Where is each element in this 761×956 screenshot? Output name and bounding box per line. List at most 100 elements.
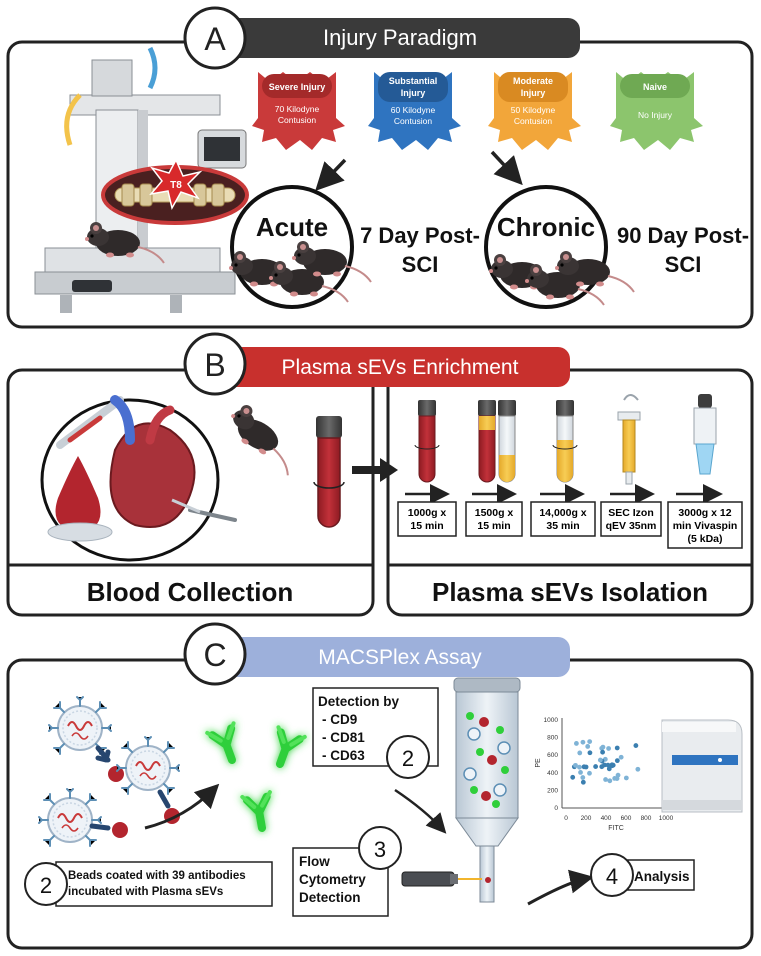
arrow-to-detection-antibodies [144, 783, 220, 830]
group-substantial: Substantial Injury 60 Kilodyne Contusion [368, 72, 461, 150]
panel-b-banner [210, 347, 570, 387]
scatter-point [633, 743, 639, 748]
panel-c: MACSPlex Assay C Detection by - CD9 - CD… [6, 622, 754, 950]
group-severe-name: Severe Injury [269, 82, 326, 92]
scatter-point [585, 744, 591, 749]
sec-column [617, 394, 641, 485]
scatter-x-tick: 600 [621, 815, 632, 822]
group-moderate-name-2: Injury [521, 88, 546, 98]
arrow-to-cytometer [394, 788, 447, 834]
scatter-y-label: PE [535, 758, 542, 768]
panel-c-banner [210, 637, 570, 677]
beads-line-2: incubated with Plasma sEVs [68, 886, 223, 898]
scatter-point [618, 754, 624, 760]
acute-group: Acute 7 Day Post- SCI [228, 185, 480, 309]
step-labels: 1000g x 15 min 1500g x 15 min 14,000g x … [397, 484, 743, 549]
scatter-point [607, 778, 613, 784]
scatter-point [606, 766, 612, 772]
blood-collection-caption: Blood Collection [87, 577, 294, 607]
tube-step-3 [552, 400, 578, 483]
vivaspin-tube [693, 394, 717, 475]
flow-line-2: Cytometry [299, 872, 366, 887]
blood-tube-collection [313, 416, 345, 528]
step-beads-number: 2 [40, 873, 52, 898]
scatter-point [635, 766, 641, 772]
spinal-cord-inset: T8 [101, 158, 249, 225]
group-naive-name: Naive [643, 82, 667, 92]
scatter-point [587, 750, 593, 756]
detection-marker-cd9: - CD9 [322, 712, 357, 727]
scatter-point [587, 739, 593, 744]
scatter-point [600, 749, 605, 755]
detection-marker-cd63: - CD63 [322, 748, 365, 763]
flow-cell [453, 677, 521, 903]
step-3-line-2: 35 min [546, 520, 579, 532]
step-5-line-1: 3000g x 12 [678, 507, 731, 519]
tube-step-1 [414, 400, 440, 483]
flow-line-3: Detection [299, 890, 361, 905]
group-moderate-desc-1: 50 Kilodyne [511, 105, 556, 115]
group-severe-desc-1: 70 Kilodyne [275, 104, 320, 114]
plasma-isolation-caption: Plasma sEVs Isolation [432, 577, 708, 607]
scatter-point [580, 779, 586, 785]
scatter-point [570, 774, 576, 780]
group-substantial-name-2: Injury [401, 88, 426, 98]
detection-marker-cd81: - CD81 [322, 730, 365, 745]
tube-step-2 [478, 400, 516, 483]
panel-a-letter-circle [183, 6, 247, 70]
step-1-line-2: 15 min [410, 520, 443, 532]
panel-a-title: Injury Paradigm [323, 25, 477, 50]
group-naive: Naive No Injury [610, 72, 703, 150]
scatter-point [623, 775, 629, 781]
panel-b-title: Plasma sEVs Enrichment [282, 356, 519, 379]
step-2-line-2: 15 min [477, 520, 510, 532]
scatter-x-tick: 800 [641, 815, 652, 822]
step-detection-number: 2 [402, 746, 414, 771]
group-severe-desc-2: Contusion [278, 115, 317, 125]
detection-title: Detection by [318, 694, 400, 709]
scatter-point [614, 745, 620, 751]
chronic-timepoint-2: SCI [665, 252, 702, 277]
step-flow-circle [358, 826, 402, 870]
scatter-x-tick: 0 [564, 815, 568, 822]
scatter-y-tick: 0 [554, 805, 558, 812]
panel-b-letter: B [204, 347, 225, 383]
scatter-point [615, 772, 621, 778]
beads-box [55, 861, 273, 907]
step-4-line-1: SEC Izon [608, 507, 654, 519]
scatter-y-tick: 600 [547, 752, 558, 759]
step-4-line-2: qEV 35nm [606, 520, 657, 532]
step-5-line-3: (5 kDa) [687, 533, 722, 545]
group-substantial-desc-2: Contusion [394, 116, 433, 126]
scatter-point [599, 764, 605, 770]
panel-a: Injury Paradigm A [6, 6, 754, 329]
panel-c-title: MACSPlex Assay [318, 646, 482, 669]
cytometer-instrument [661, 719, 743, 813]
group-substantial-desc-1: 60 Kilodyne [391, 105, 436, 115]
scatter-point [574, 741, 579, 746]
acute-label: Acute [256, 212, 328, 242]
scatter-point [587, 770, 592, 776]
step-2-line-1: 1500g x [475, 507, 514, 519]
scatter-point [580, 775, 586, 780]
panel-b: Plasma sEVs Enrichment B [6, 332, 754, 617]
group-moderate: Moderate Injury 50 Kilodyne Contusion [488, 72, 581, 150]
panel-b-letter-circle [183, 332, 247, 396]
scatter-point [577, 750, 583, 756]
scatter-x-tick: 400 [601, 815, 612, 822]
step-3-line-1: 14,000g x [539, 507, 586, 519]
scatter-y-tick: 400 [547, 770, 558, 777]
step-5-line-2: min Vivaspin [673, 520, 738, 532]
chronic-label: Chronic [497, 212, 595, 242]
step-flow-number: 3 [374, 837, 386, 862]
group-moderate-desc-2: Contusion [514, 116, 553, 126]
step-detection-circle [386, 735, 430, 779]
scatter-y-tick: 200 [547, 787, 558, 794]
panel-a-letter: A [204, 21, 226, 57]
scatter-point [581, 764, 587, 770]
arrow-to-chronic [490, 150, 523, 186]
flow-line-1: Flow [299, 854, 330, 869]
arrow-to-acute [315, 158, 347, 192]
scatter-point [606, 746, 611, 751]
scatter-point [573, 762, 578, 768]
